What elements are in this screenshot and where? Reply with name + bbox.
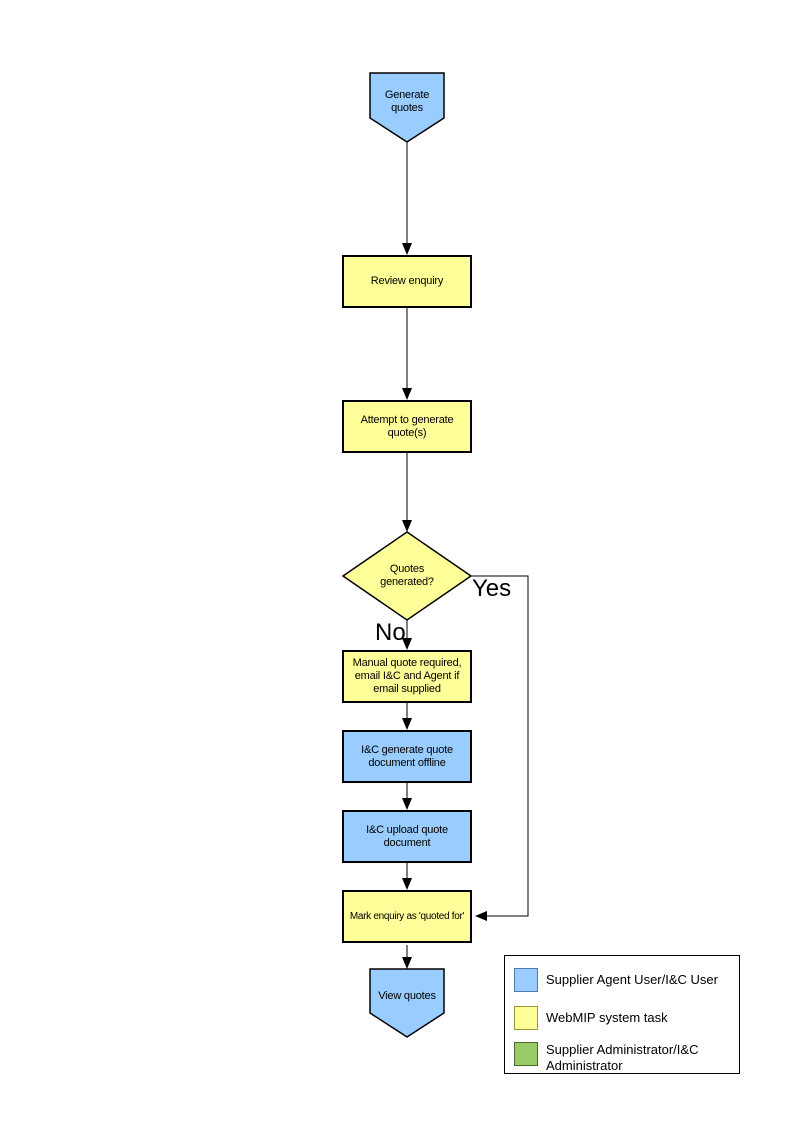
legend-item-label: WebMIP system task [546, 1010, 668, 1025]
legend-item-webmip-task: WebMIP system task [514, 1006, 734, 1030]
end-terminator-shape [369, 968, 445, 1038]
legend-item-supplier-agent: Supplier Agent User/I&C User [514, 968, 734, 992]
legend: Supplier Agent User/I&C User WebMIP syst… [504, 955, 740, 1074]
legend-item-supplier-administrator: Supplier Administrator/I&C Administrator [514, 1042, 734, 1074]
node-ic-upload-quote-document: I&C upload quote document [342, 810, 472, 863]
node-ic-generate-quote-offline: I&C generate quote document offline [342, 730, 472, 783]
node-generate-quotes: Generate quotes [384, 89, 430, 114]
edge-label-no: No [375, 619, 406, 646]
start-terminator-shape [369, 72, 445, 143]
node-mark-enquiry-quoted-for: Mark enquiry as 'quoted for' [342, 890, 472, 943]
legend-swatch-green [514, 1042, 538, 1066]
legend-item-label: Supplier Administrator/I&C Administrator [546, 1042, 699, 1073]
node-attempt-generate-quotes: Attempt to generate quote(s) [342, 400, 472, 453]
legend-swatch-blue [514, 968, 538, 992]
legend-swatch-yellow [514, 1006, 538, 1030]
edge-decision-yes-mark [471, 575, 529, 921]
edge-label-yes: Yes [472, 575, 512, 602]
node-view-quotes: View quotes [378, 989, 436, 1002]
node-manual-quote-required: Manual quote required, email I&C and Age… [342, 650, 472, 703]
node-quotes-generated-decision: Quotes generated? [380, 563, 434, 588]
legend-item-label: Supplier Agent User/I&C User [546, 972, 718, 987]
node-review-enquiry: Review enquiry [342, 255, 472, 308]
